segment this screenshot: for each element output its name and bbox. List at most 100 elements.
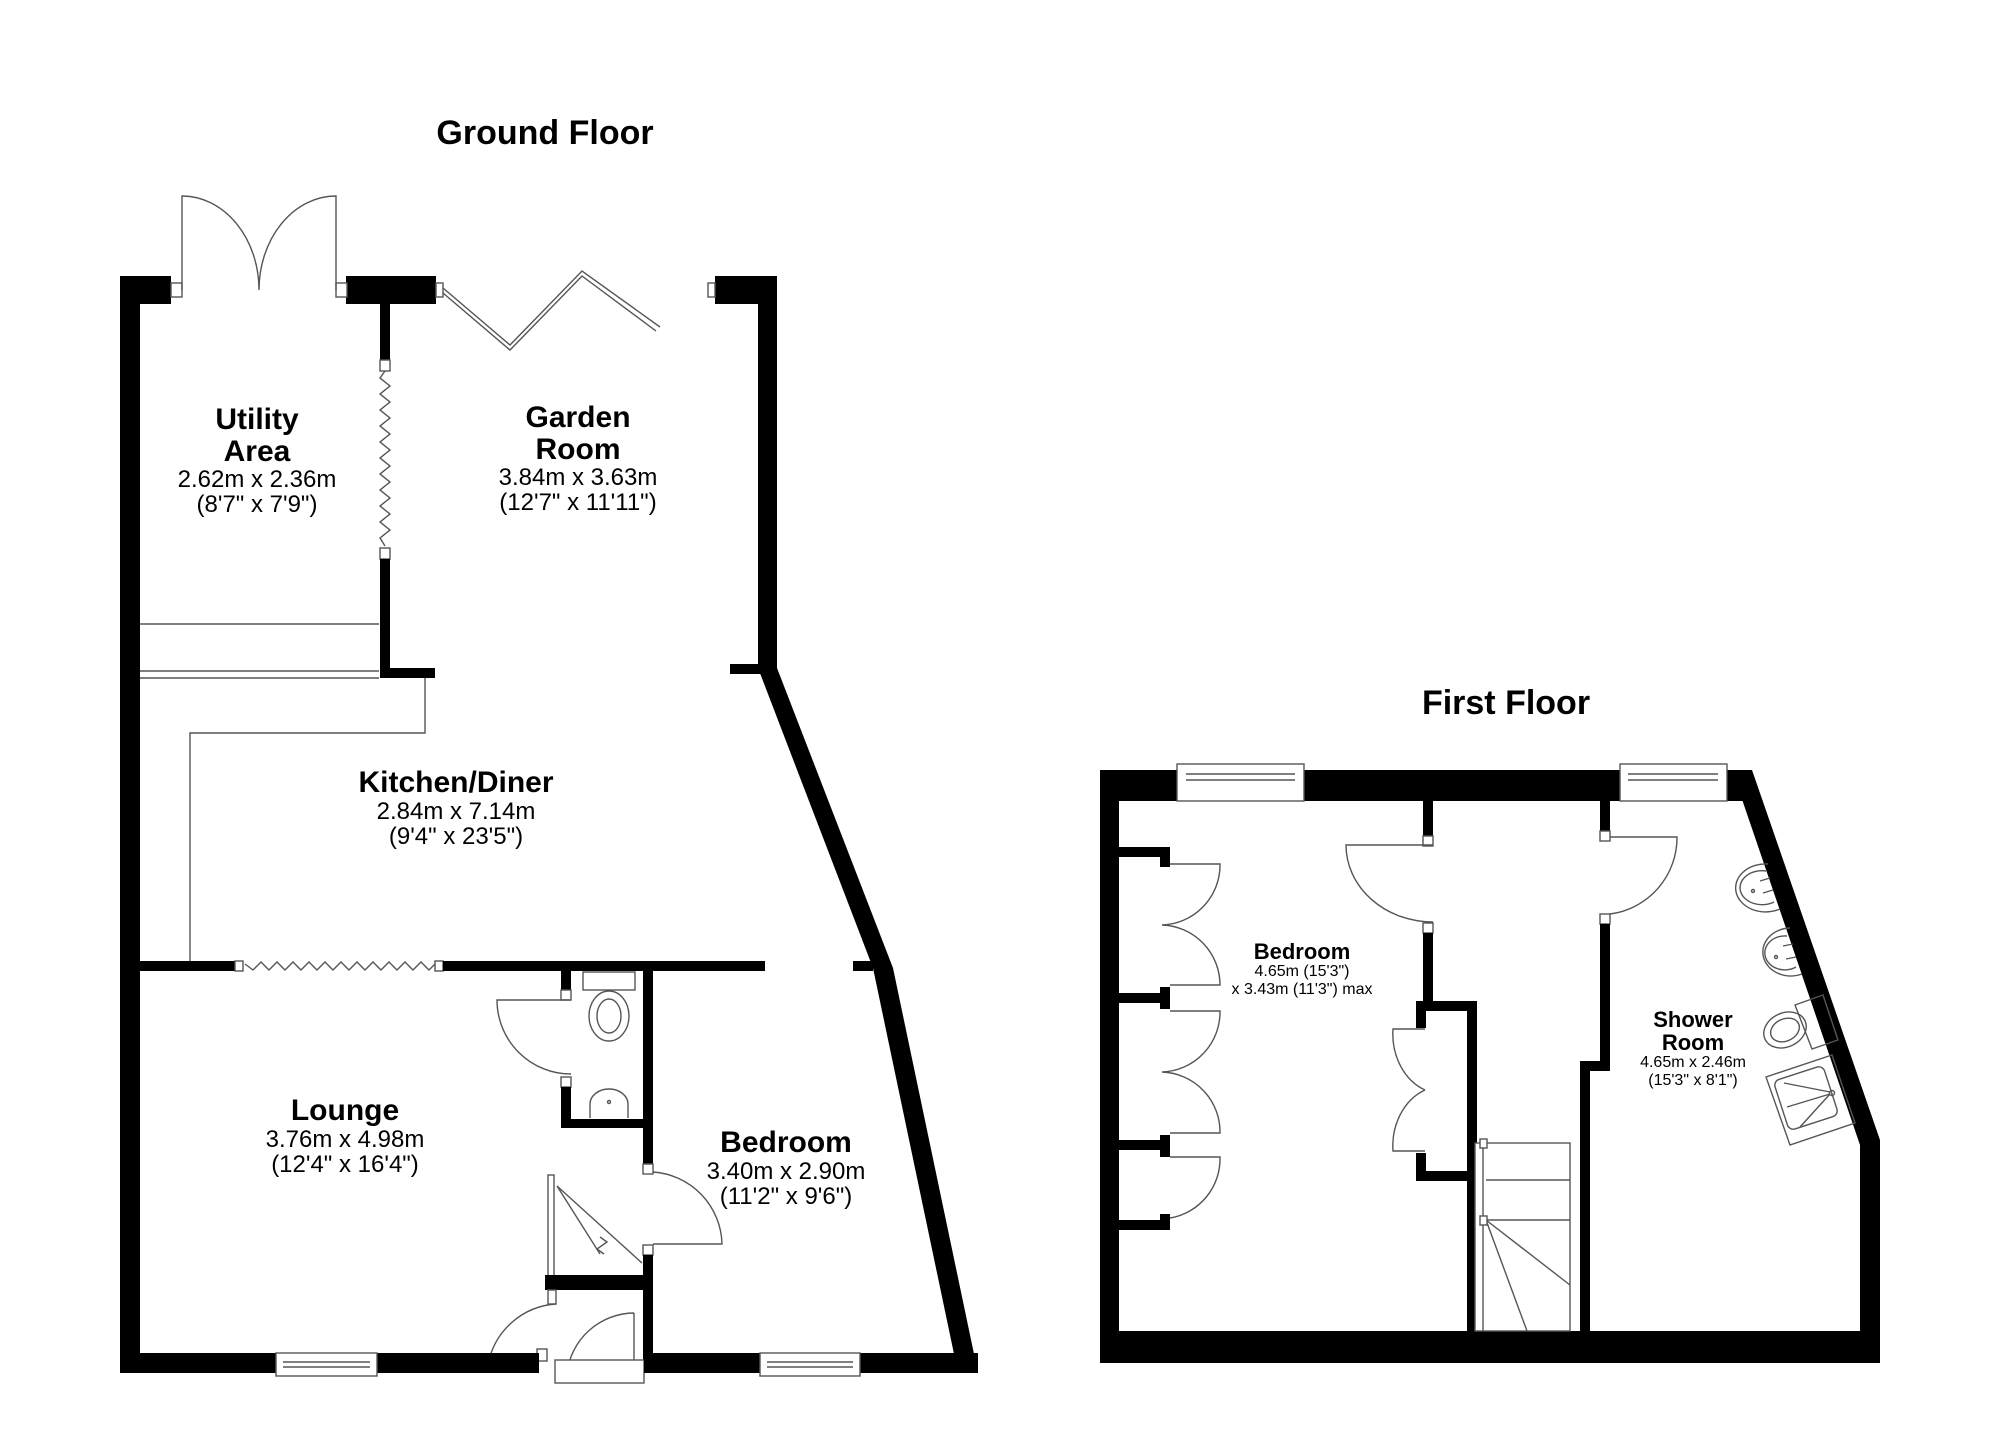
wardrobe-door-icon xyxy=(1161,863,1221,986)
stair-line xyxy=(556,1185,601,1255)
wall xyxy=(860,1353,978,1373)
bifold-partition xyxy=(378,370,392,547)
room-label-lounge: Lounge 3.76m x 4.98m (12'4" x 16'4") xyxy=(266,1095,425,1177)
wall xyxy=(1416,1001,1426,1028)
wall-end xyxy=(642,1244,654,1256)
door-jamb xyxy=(170,282,183,298)
wall xyxy=(561,971,571,990)
front-door-step xyxy=(554,1359,645,1384)
wardrobe-stub xyxy=(1119,1220,1170,1230)
wall xyxy=(1600,801,1610,831)
room-name: Area xyxy=(223,434,291,468)
wall-end xyxy=(1422,922,1434,934)
room-dimensions-length: 4.65m (15'3") xyxy=(1254,963,1350,981)
room-label-shower-room: Shower Room 4.65m x 2.46m (15'3" x 8'1") xyxy=(1640,1008,1746,1089)
room-name: Room xyxy=(1661,1030,1725,1056)
wall-end xyxy=(234,960,244,972)
wall-end xyxy=(560,1076,572,1088)
wall-end xyxy=(1599,913,1611,925)
room-dimensions-metric: 4.65m x 2.46m xyxy=(1640,1054,1746,1072)
room-dimensions-imperial: (9'4" x 23'5") xyxy=(388,822,524,850)
wall xyxy=(643,971,653,1164)
wall-end xyxy=(379,547,391,560)
wall xyxy=(443,961,765,971)
room-dimensions-metric: 3.76m x 4.98m xyxy=(265,1125,425,1153)
room-name: Room xyxy=(535,432,621,466)
room-dimensions-metric: 3.84m x 3.63m xyxy=(498,464,658,491)
door-swing xyxy=(1345,844,1434,923)
wall xyxy=(1304,770,1620,801)
wall xyxy=(758,276,777,674)
door-swing xyxy=(652,1171,723,1245)
wall xyxy=(1100,770,1119,1363)
kitchen-worktop xyxy=(189,678,426,970)
shower-tray-icon xyxy=(1765,1054,1856,1146)
ground-floor-plan xyxy=(120,195,978,1384)
wall xyxy=(730,664,770,674)
room-label-utility-area: Utility Area 2.62m x 2.36m (8'7" x 7'9") xyxy=(178,404,337,517)
room-name: Bedroom xyxy=(720,1126,852,1159)
room-name: Shower xyxy=(1653,1007,1733,1032)
bifold-door-icon xyxy=(442,270,661,346)
window xyxy=(759,1352,861,1377)
basin-icon xyxy=(589,1088,629,1118)
wardrobe-stub xyxy=(1119,847,1170,857)
french-door-icon xyxy=(181,195,337,291)
room-dimensions-metric: 3.40m x 2.90m xyxy=(706,1157,866,1185)
bifold-partition xyxy=(244,961,436,971)
toilet-cistern xyxy=(582,971,636,991)
basin-icon xyxy=(1734,863,1781,913)
wall xyxy=(545,1275,653,1290)
wardrobe-stub xyxy=(1160,987,1170,1009)
stair-arrow xyxy=(595,1236,609,1255)
room-name: Kitchen/Diner xyxy=(358,766,554,799)
door-jamb xyxy=(335,282,348,298)
wall xyxy=(1416,1153,1426,1180)
room-label-first-bedroom: Bedroom 4.65m (15'3") x 3.43m (11'3") ma… xyxy=(1232,940,1373,998)
room-label-kitchen-diner: Kitchen/Diner 2.84m x 7.14m (9'4" x 23'5… xyxy=(358,767,553,849)
wall xyxy=(380,559,390,677)
wardrobe-stub xyxy=(1160,847,1170,867)
wall xyxy=(561,1087,571,1128)
wall xyxy=(380,304,390,360)
wall xyxy=(561,1119,653,1128)
door-jamb xyxy=(435,282,444,298)
room-dimensions-width: x 3.43m (11'3") max xyxy=(1231,980,1373,998)
diagonal-wall xyxy=(758,668,893,968)
wardrobe-stub xyxy=(1160,1214,1170,1230)
room-name: Bedroom xyxy=(1253,939,1351,964)
wardrobe-stub xyxy=(1119,1140,1170,1150)
first-floor-plan xyxy=(1100,763,1880,1363)
toilet-icon xyxy=(588,990,630,1042)
wall xyxy=(643,1255,653,1373)
wall xyxy=(1423,933,1433,1011)
room-name: Utility xyxy=(215,403,299,436)
toilet-seat xyxy=(596,998,622,1034)
wall xyxy=(140,961,235,971)
wall xyxy=(380,668,435,678)
diagonal-wall xyxy=(873,968,978,1373)
wall-end xyxy=(547,1289,557,1305)
room-dimensions-imperial: (8'7" x 7'9") xyxy=(196,491,318,519)
wall xyxy=(644,1353,760,1373)
wall xyxy=(853,961,873,971)
room-dimensions-imperial: (12'4" x 16'4") xyxy=(271,1150,419,1178)
wardrobe-stub xyxy=(1160,1135,1170,1157)
window xyxy=(1176,763,1305,802)
window xyxy=(275,1352,378,1377)
wall-end xyxy=(1422,835,1434,847)
wall-end xyxy=(434,960,444,972)
stair-rail xyxy=(547,1174,555,1286)
window xyxy=(1619,763,1728,802)
room-dimensions-metric: 2.84m x 7.14m xyxy=(376,797,536,825)
room-name: Lounge xyxy=(290,1094,400,1127)
door-swing xyxy=(1609,836,1678,915)
wardrobe-stub xyxy=(1119,993,1170,1003)
wall xyxy=(1580,1061,1590,1341)
wall-end xyxy=(1599,830,1611,842)
room-dimensions-imperial: (11'2" x 9'6") xyxy=(719,1182,853,1210)
staircase-icon xyxy=(1474,1138,1571,1332)
wall xyxy=(1600,924,1610,1070)
room-dimensions-imperial: (15'3" x 8'1") xyxy=(1648,1071,1738,1089)
